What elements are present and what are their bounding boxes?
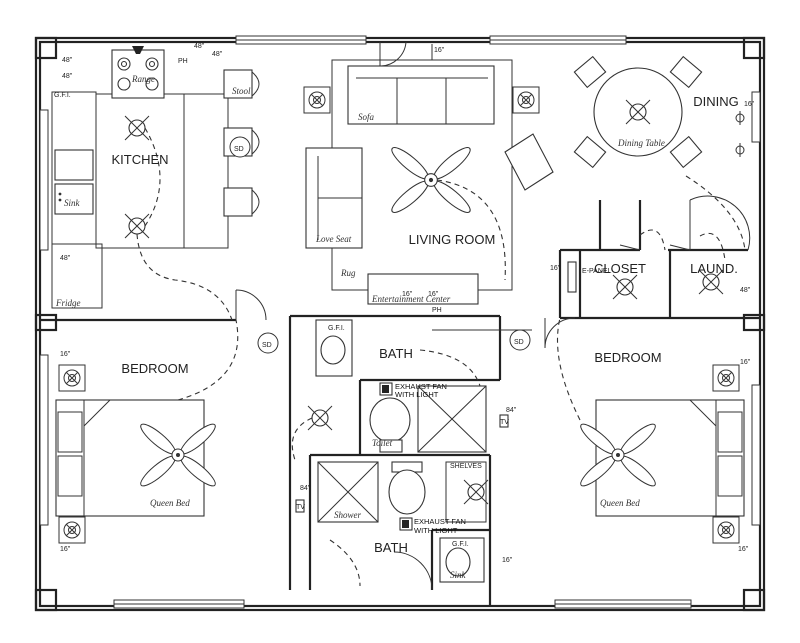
dim-48: 48" — [62, 57, 73, 64]
label-range: Range — [131, 74, 155, 84]
label-love-seat: Love Seat — [315, 234, 352, 244]
doors — [235, 41, 751, 591]
dimension-callouts: 48" 48" 48" 48" 48" 48" 16" 16" 16" 16" … — [60, 43, 755, 564]
bathrooms — [291, 319, 509, 587]
label-queen-bed-left: Queen Bed — [150, 498, 190, 508]
phone-icon: PH — [178, 58, 188, 65]
gfi-label: G.F.I. — [54, 92, 71, 99]
label-closet: CLOSET — [594, 261, 646, 276]
dim-84: 84" — [300, 485, 311, 492]
exterior-walls — [34, 36, 766, 612]
note-exhaust-fan-2: EXHAUST FAN — [414, 517, 466, 526]
dim-16: 16" — [740, 359, 751, 366]
label-fridge: Fridge — [55, 298, 81, 308]
tv-jack-icon: TV — [500, 419, 509, 426]
note-exhaust-fan-1b: WITH LIGHT — [395, 390, 439, 399]
label-living-room: LIVING ROOM — [409, 232, 496, 247]
label-shelves: SHELVES — [450, 463, 482, 470]
symbols: SD SD SD G.F.I. G.F.I. G.F.I. PH PH E-PA… — [54, 58, 612, 548]
smoke-detector-icon: SD — [262, 342, 272, 349]
electrical-panel-label: E-PANEL — [582, 268, 612, 275]
label-toilet: Toilet — [372, 438, 393, 448]
smoke-detector-icon: SD — [234, 146, 244, 153]
label-entertainment: Entertainment Center — [371, 294, 451, 304]
label-bedroom-right: BEDROOM — [594, 350, 661, 365]
label-sofa: Sofa — [358, 112, 375, 122]
label-bath-sink: Sink — [450, 570, 467, 580]
dining-area — [573, 55, 746, 251]
living-room — [303, 44, 554, 305]
label-bath-top: BATH — [379, 346, 413, 361]
dim-16: 16" — [428, 291, 439, 298]
dim-16: 16" — [60, 546, 71, 553]
notes: EXHAUST FAN WITH LIGHT EXHAUST FAN WITH … — [395, 382, 466, 535]
dim-16: 16" — [550, 265, 561, 272]
dim-48: 48" — [62, 73, 73, 80]
note-exhaust-fan-2b: WITH LIGHT — [414, 526, 458, 535]
dim-16: 16" — [60, 351, 71, 358]
label-laundry: LAUND. — [690, 261, 738, 276]
label-queen-bed-right: Queen Bed — [600, 498, 640, 508]
bedroom-right — [556, 317, 745, 544]
dim-48: 48" — [212, 51, 223, 58]
label-dining-table: Dining Table — [617, 138, 665, 148]
dim-48: 48" — [60, 255, 71, 262]
fixture-labels: Range Stool Sink Fridge Sofa Love Seat R… — [55, 74, 665, 580]
bedroom-left — [55, 319, 279, 544]
smoke-detector-icon: SD — [514, 339, 524, 346]
windows — [39, 35, 761, 609]
label-shower: Shower — [334, 510, 361, 520]
gfi-label: G.F.I. — [452, 541, 469, 548]
dim-48: 48" — [194, 43, 205, 50]
dim-16: 16" — [502, 557, 513, 564]
interior-walls — [40, 200, 760, 606]
dim-16: 16" — [434, 47, 445, 54]
tv-jack-icon: TV — [296, 504, 305, 511]
phone-icon: PH — [432, 307, 442, 314]
dim-16: 16" — [402, 291, 413, 298]
note-exhaust-fan-1: EXHAUST FAN — [395, 382, 447, 391]
kitchen — [51, 46, 260, 321]
label-sink: Sink — [64, 198, 81, 208]
label-bath-bottom: BATH — [374, 540, 408, 555]
dim-16: 16" — [738, 546, 749, 553]
label-kitchen: KITCHEN — [111, 152, 168, 167]
label-rug: Rug — [340, 268, 356, 278]
dim-84: 84" — [506, 407, 517, 414]
label-dining: DINING — [693, 94, 739, 109]
closet-laundry — [509, 229, 726, 351]
label-bedroom-left: BEDROOM — [121, 361, 188, 376]
dim-16: 16" — [744, 101, 755, 108]
dim-48: 48" — [740, 287, 751, 294]
gfi-label: G.F.I. — [328, 325, 345, 332]
label-stool: Stool — [232, 86, 251, 96]
room-labels: KITCHEN LIVING ROOM DINING CLOSET LAUND.… — [111, 94, 738, 555]
